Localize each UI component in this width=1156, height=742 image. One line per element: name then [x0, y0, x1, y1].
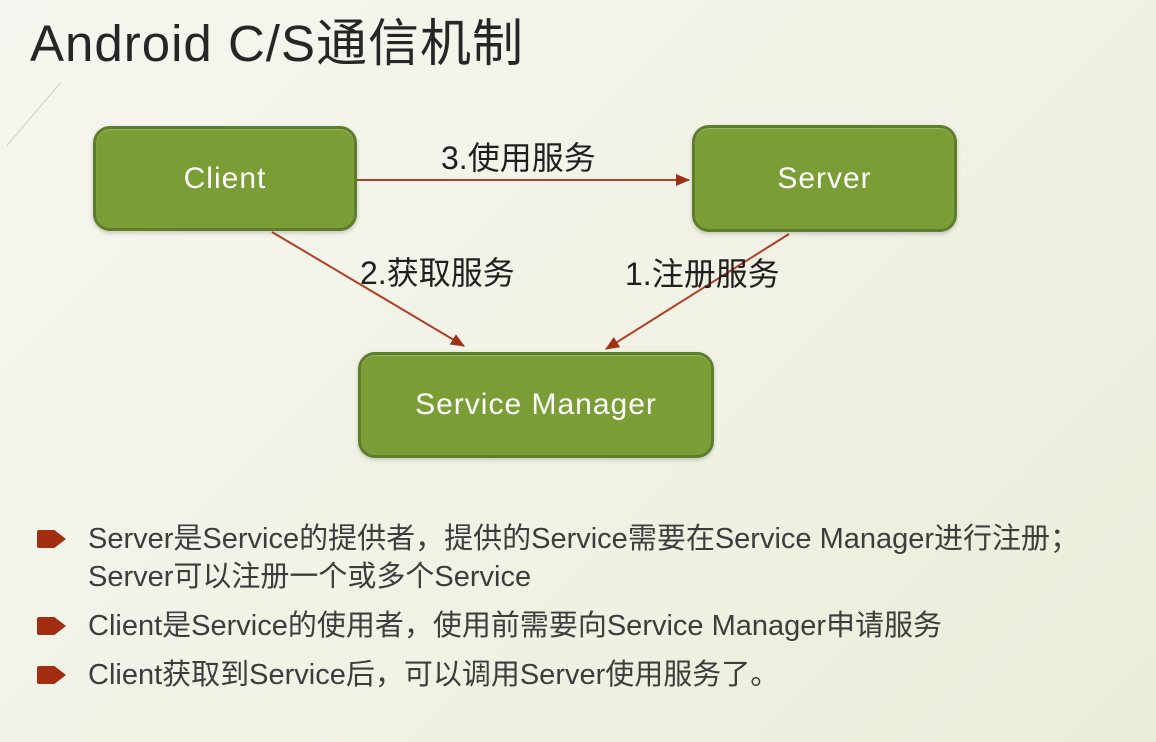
slide-title: Android C/S通信机制 [30, 15, 524, 72]
bullet-text: Client获取到Service后，可以调用Server使用服务了。 [88, 659, 780, 691]
node-client-label: Client [183, 161, 267, 195]
bullet-text: Server是Service的提供者，提供的Service需要在Service … [88, 523, 1080, 593]
arrow-bullet-icon [37, 617, 66, 635]
list-item: Client是Service的使用者，使用前需要向Service Manager… [30, 607, 1140, 645]
corner-decoration-line [6, 82, 62, 146]
node-client: Client [93, 126, 357, 231]
bullet-text: Client是Service的使用者，使用前需要向Service Manager… [88, 610, 943, 642]
arrow-register-label: 1.注册服务 [625, 256, 780, 292]
list-item: Server是Service的提供者，提供的Service需要在Service … [30, 520, 1140, 596]
node-server-label: Server [777, 161, 872, 195]
arrow-acquire-label: 2.获取服务 [360, 255, 515, 291]
node-service-manager-label: Service Manager [415, 388, 657, 421]
arrow-bullet-icon [37, 530, 66, 548]
arrow-use-label: 3.使用服务 [441, 140, 596, 176]
node-server: Server [692, 125, 957, 232]
bullet-list: Server是Service的提供者，提供的Service需要在Service … [30, 520, 1140, 705]
list-item: Client获取到Service后，可以调用Server使用服务了。 [30, 656, 1140, 694]
arrow-bullet-icon [37, 666, 66, 684]
node-service-manager: Service Manager [358, 352, 714, 458]
